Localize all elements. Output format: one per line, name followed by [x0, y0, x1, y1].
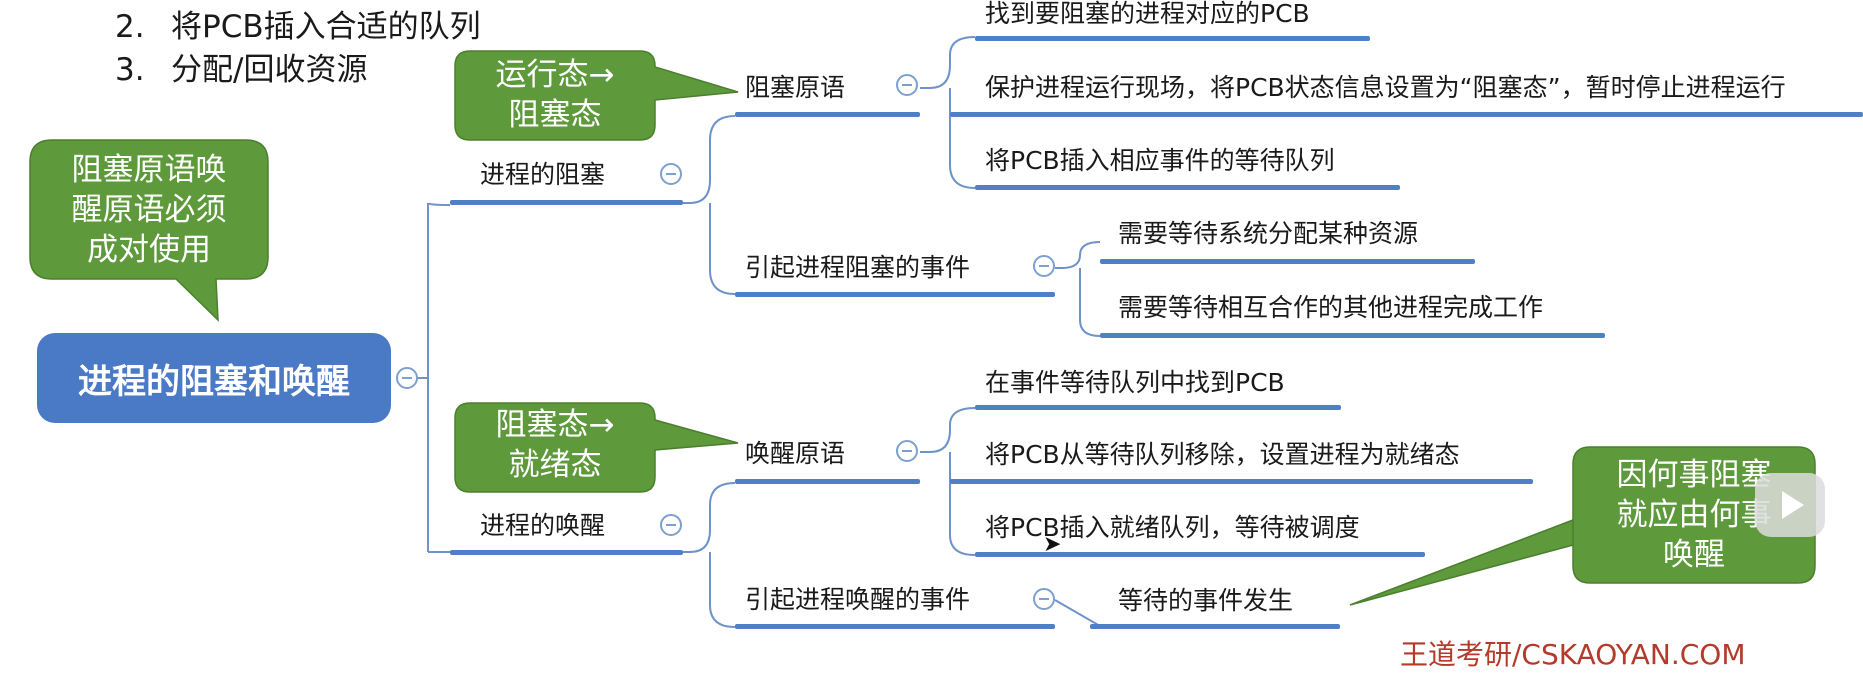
- node-process-wakeup[interactable]: 进程的唤醒: [480, 511, 606, 540]
- leaf-node[interactable]: 需要等待系统分配某种资源: [1118, 219, 1419, 248]
- step-item: 2. 将PCB插入合适的队列: [115, 1, 481, 46]
- node-block-primitive[interactable]: 阻塞原语: [745, 73, 846, 102]
- collapse-toggle-block-primitive[interactable]: [896, 74, 918, 96]
- callout-bubble-run-to-block: [454, 50, 739, 141]
- collapse-toggle-wakeup[interactable]: [660, 514, 682, 536]
- collapse-toggle-block-events[interactable]: [1033, 255, 1055, 277]
- callout-line: 运行态→: [495, 57, 615, 93]
- step-number: 3.: [115, 52, 145, 88]
- leaf-underline: [975, 405, 1341, 410]
- node-process-blocking[interactable]: 进程的阻塞: [480, 160, 606, 189]
- callout-pair-text: 阻塞原语唤 醒原语必须 成对使用: [30, 150, 268, 270]
- leaf-underline: [975, 552, 1425, 557]
- collapse-toggle-root[interactable]: [396, 367, 418, 389]
- leaf-underline: [950, 112, 1863, 117]
- branch-underline: [450, 550, 683, 555]
- callout-line: 阻塞原语唤: [71, 152, 227, 188]
- leaf-node[interactable]: 将PCB插入相应事件的等待队列: [985, 146, 1335, 175]
- leaf-underline: [975, 36, 1370, 41]
- collapse-toggle-wake-primitive[interactable]: [896, 440, 918, 462]
- callout-bubble-cause: [1349, 446, 1816, 606]
- callout-line: 就应由何事: [1616, 497, 1772, 533]
- leaf-node[interactable]: 保护进程运行现场，将PCB状态信息设置为“阻塞态”，暂时停止进程运行: [985, 73, 1786, 102]
- leaf-node[interactable]: 需要等待相互合作的其他进程完成工作: [1118, 293, 1544, 322]
- callout-line: 因何事阻塞: [1616, 457, 1772, 493]
- node-wake-primitive[interactable]: 唤醒原语: [745, 439, 846, 468]
- leaf-node[interactable]: 将PCB插入就绪队列，等待被调度: [985, 513, 1360, 542]
- mouse-cursor-icon: ➤: [1043, 532, 1062, 557]
- step-item: 3. 分配/回收资源: [115, 44, 367, 89]
- callout-run-to-block-text: 运行态→ 阻塞态: [455, 55, 655, 135]
- callout-line: 就绪态: [508, 447, 602, 483]
- watermark: 王道考研/CSKAOYAN.COM: [1400, 638, 1746, 671]
- step-text: 将PCB插入合适的队列: [171, 9, 481, 45]
- leaf-node[interactable]: 在事件等待队列中找到PCB: [985, 368, 1285, 397]
- step-text: 分配/回收资源: [171, 52, 368, 88]
- play-icon[interactable]: [1755, 473, 1825, 537]
- node-block-events[interactable]: 引起进程阻塞的事件: [745, 253, 971, 282]
- step-number: 2.: [115, 9, 145, 45]
- callout-bubble-pair: [29, 139, 269, 322]
- callout-line: 阻塞态: [508, 97, 602, 133]
- branch-underline: [735, 479, 920, 484]
- callout-cause-text: 因何事阻塞 就应由何事 唤醒: [1573, 455, 1815, 575]
- leaf-node[interactable]: 等待的事件发生: [1118, 586, 1294, 615]
- callout-bubble-block-to-ready: [454, 402, 739, 493]
- callout-line: 成对使用: [87, 232, 211, 268]
- branch-underline: [450, 200, 683, 205]
- leaf-underline: [1100, 259, 1475, 264]
- root-node[interactable]: 进程的阻塞和唤醒: [37, 333, 391, 423]
- callout-line: 唤醒: [1663, 537, 1725, 573]
- branch-underline: [735, 292, 1055, 297]
- leaf-underline: [975, 185, 1400, 190]
- branch-underline: [735, 112, 920, 117]
- leaf-underline: [950, 479, 1533, 484]
- callout-line: 阻塞态→: [495, 407, 615, 443]
- callout-block-to-ready-text: 阻塞态→ 就绪态: [455, 405, 655, 485]
- root-label: 进程的阻塞和唤醒: [78, 361, 350, 402]
- callout-line: 醒原语必须: [71, 192, 227, 228]
- leaf-underline: [1090, 624, 1340, 629]
- node-wake-events[interactable]: 引起进程唤醒的事件: [745, 585, 971, 614]
- leaf-node[interactable]: 找到要阻塞的进程对应的PCB: [985, 0, 1310, 28]
- collapse-toggle-wake-events[interactable]: [1033, 588, 1055, 610]
- branch-underline: [735, 624, 1055, 629]
- collapse-toggle-blocking[interactable]: [660, 163, 682, 185]
- leaf-node[interactable]: 将PCB从等待队列移除，设置进程为就绪态: [985, 440, 1460, 469]
- leaf-underline: [1100, 333, 1605, 338]
